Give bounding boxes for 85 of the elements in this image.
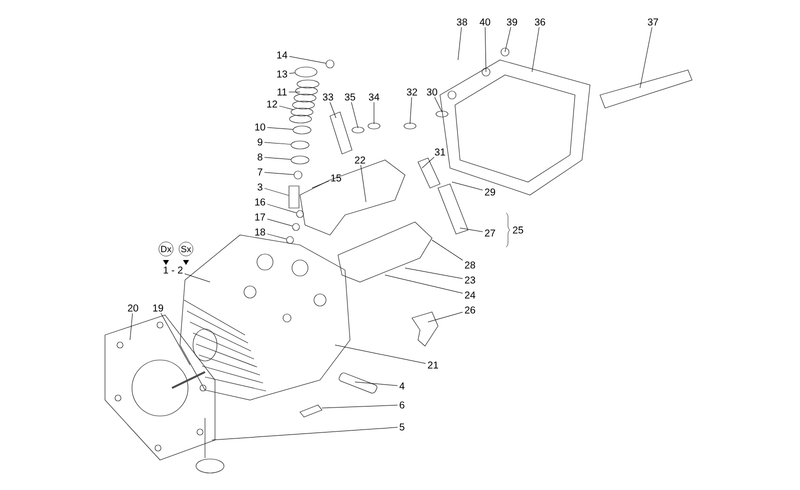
ring <box>286 236 294 244</box>
leader-line <box>130 313 133 340</box>
callout-number: 11 <box>278 88 287 96</box>
leader-line <box>428 312 463 322</box>
leader-line <box>184 274 210 282</box>
callout-number: 18 <box>255 228 266 236</box>
callout-number: 27 <box>484 230 496 236</box>
valve-seal <box>294 170 302 180</box>
callout-number: 12 <box>267 100 278 108</box>
callout-number: 1 - 2 <box>164 266 182 274</box>
leader-line <box>264 157 292 160</box>
leader-line <box>334 344 426 364</box>
callout-number: 37 <box>648 18 658 26</box>
leader-line <box>434 97 442 112</box>
callout-number: 6 <box>400 401 404 409</box>
callout-number: 7 <box>258 168 262 176</box>
callout-number: 28 <box>464 261 476 269</box>
callout-number: 35 <box>344 93 356 101</box>
callout-number: 21 <box>428 362 438 368</box>
leader-line <box>452 182 483 190</box>
leader-line <box>212 427 398 440</box>
leader-line <box>640 27 652 88</box>
callout-number: 31 <box>434 148 446 156</box>
leader-line <box>279 106 293 110</box>
callout-number: 26 <box>464 306 476 314</box>
leader-line <box>330 102 336 118</box>
leader-line <box>458 27 462 60</box>
leader-line <box>354 382 398 386</box>
leader-line <box>504 27 512 52</box>
leader-line <box>267 127 294 130</box>
callout-number: 14 <box>277 52 288 58</box>
leader-line <box>422 157 434 168</box>
callout-number: 16 <box>255 198 266 206</box>
callout-number: 40 <box>480 18 490 26</box>
leader-line <box>410 97 412 124</box>
callout-number: 39 <box>506 18 518 26</box>
callout-number: 5 <box>400 424 404 430</box>
leader-line <box>360 164 366 202</box>
valve-keeper <box>326 60 334 68</box>
spring-retainer <box>294 66 318 78</box>
callout-number: 8 <box>258 153 262 161</box>
callout-number: 34 <box>368 93 380 101</box>
callout-number: 9 <box>258 138 262 146</box>
leader-line <box>267 234 287 240</box>
callout-number: 3 <box>258 183 262 191</box>
callout-number: 15 <box>331 174 342 182</box>
leader-line <box>384 274 463 294</box>
leader-line <box>267 204 297 214</box>
callout-number: 24 <box>464 292 476 298</box>
leader-line <box>312 180 329 188</box>
seal-ring <box>296 210 304 218</box>
leader-line <box>267 218 293 226</box>
washer <box>292 126 312 134</box>
leader-line <box>264 142 292 145</box>
leader-line <box>289 72 296 74</box>
callout-number: 13 <box>277 70 288 78</box>
leader-line <box>289 56 326 64</box>
callout-number: 4 <box>399 382 404 390</box>
callout-number: 29 <box>484 188 496 196</box>
callout-number: 23 <box>464 276 476 284</box>
spring-coil <box>290 108 314 116</box>
callout-number: 22 <box>354 156 366 164</box>
callout-number: 25 <box>512 226 524 234</box>
leader-line <box>484 27 486 72</box>
callout-number: 38 <box>456 18 468 26</box>
leader-line <box>322 404 398 408</box>
leader-line <box>532 27 540 72</box>
leader-line <box>264 188 289 196</box>
leader-line <box>460 228 483 232</box>
washer <box>290 156 310 164</box>
leader-line <box>264 172 294 175</box>
callout-number: 17 <box>255 214 266 220</box>
valve-guide <box>288 186 300 208</box>
ring <box>292 223 300 231</box>
leader-line <box>404 268 463 279</box>
callout-number: 32 <box>406 88 418 96</box>
callout-number: 10 <box>255 123 266 131</box>
callout-number: 30 <box>426 88 438 96</box>
callout-number: 20 <box>128 304 138 312</box>
washer <box>290 140 310 150</box>
leader-line <box>351 102 358 128</box>
callout-number: 33 <box>322 93 334 101</box>
callout-number: 19 <box>153 304 164 312</box>
callout-number: 36 <box>534 18 546 26</box>
leader-line <box>432 240 463 260</box>
